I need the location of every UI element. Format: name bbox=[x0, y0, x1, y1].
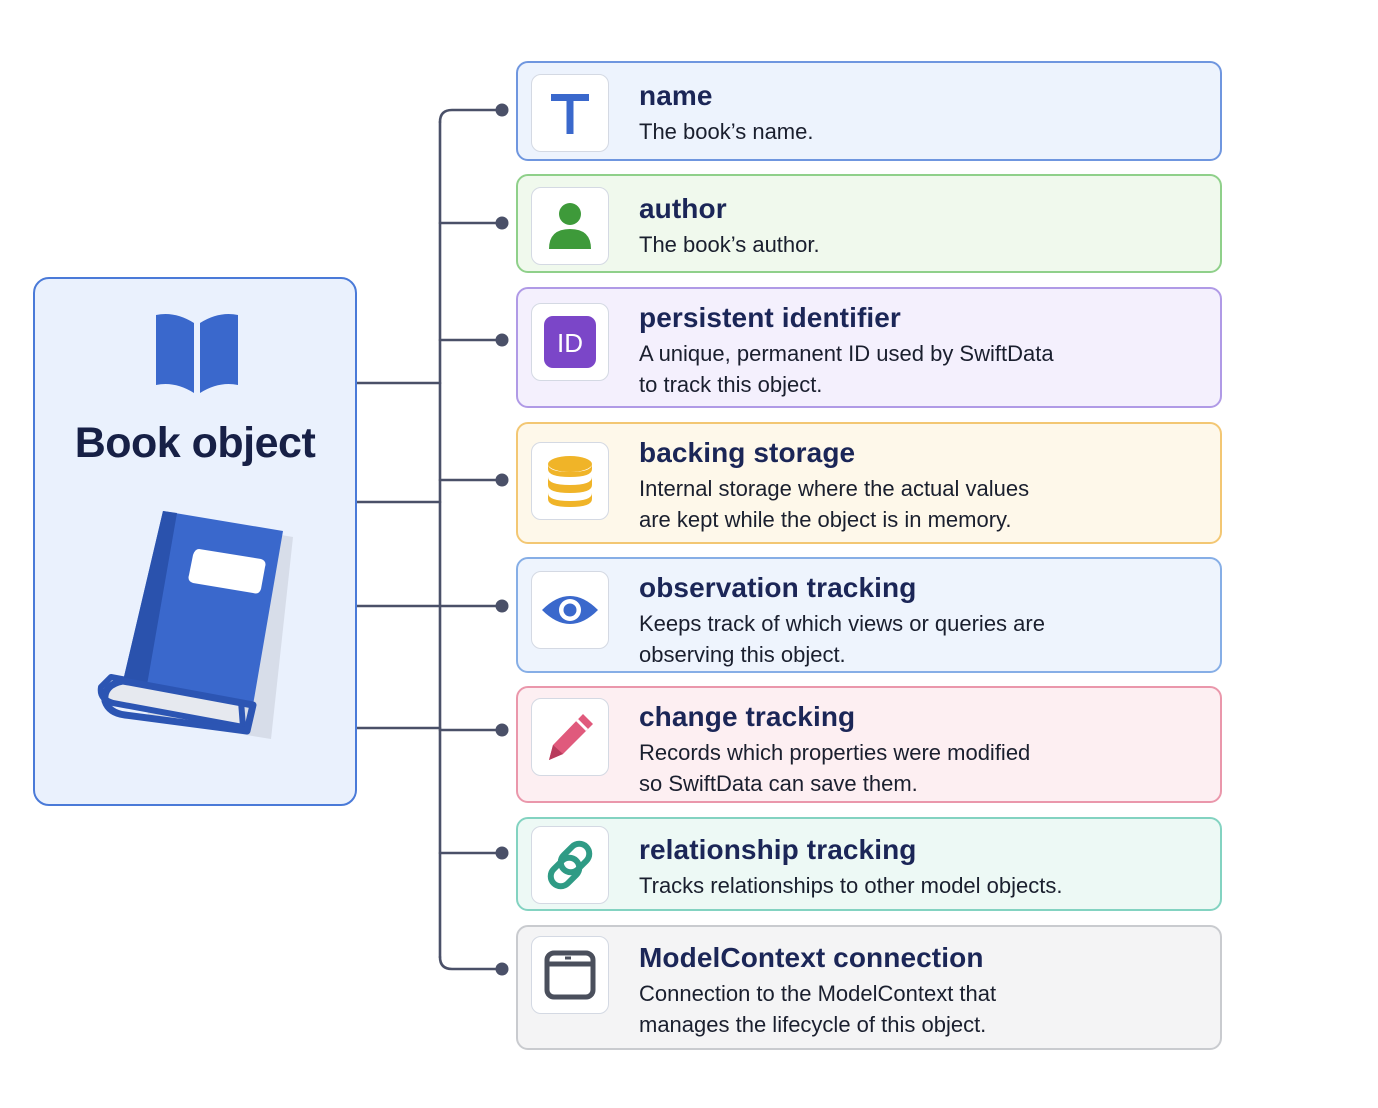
card-description: Tracks relationships to other model obje… bbox=[639, 873, 1063, 898]
connector-dot bbox=[495, 333, 509, 347]
eye-icon bbox=[531, 571, 609, 649]
connector-branch bbox=[438, 955, 504, 971]
card-description: The book’s author. bbox=[639, 232, 820, 257]
closed-book-icon bbox=[97, 511, 293, 739]
person-icon bbox=[531, 187, 609, 265]
book-object-panel: Book object bbox=[33, 277, 357, 806]
connector-dot bbox=[495, 723, 509, 737]
source-title: Book object bbox=[74, 419, 316, 467]
card-description: Keeps track of which views or queries ar… bbox=[639, 611, 1045, 667]
connector-dot bbox=[495, 473, 509, 487]
card-title: backing storage bbox=[639, 437, 856, 468]
card-title: observation tracking bbox=[639, 572, 917, 603]
connector-dot bbox=[495, 103, 509, 117]
text-icon bbox=[531, 74, 609, 152]
card-title: relationship tracking bbox=[639, 834, 917, 865]
card-description: Internal storage where the actual values… bbox=[639, 476, 1030, 532]
card-title: persistent identifier bbox=[639, 302, 901, 333]
svg-text:ID: ID bbox=[557, 328, 583, 358]
card-description: Records which properties were modified s… bbox=[639, 740, 1031, 796]
database-icon bbox=[531, 442, 609, 520]
connector-dot bbox=[495, 216, 509, 230]
connector-dot bbox=[495, 846, 509, 860]
card-description: A unique, permanent ID used by SwiftData… bbox=[639, 341, 1054, 397]
id-badge-icon: ID bbox=[531, 303, 609, 381]
card-title: author bbox=[639, 193, 727, 224]
card-description: Connection to the ModelContext that mana… bbox=[639, 981, 997, 1037]
open-book-icon bbox=[156, 314, 238, 393]
card-title: ModelContext connection bbox=[639, 942, 984, 973]
card-title: change tracking bbox=[639, 701, 856, 732]
connector-dot bbox=[495, 962, 509, 976]
card-text: persistent identifier A unique, permanent… bbox=[639, 301, 1200, 400]
card-title: name bbox=[639, 80, 713, 111]
window-icon bbox=[531, 936, 609, 1014]
pencil-icon bbox=[531, 698, 609, 776]
connector-dot bbox=[495, 599, 509, 613]
property-card-persistent-identifier: ID persistent identifier A unique, permane… bbox=[516, 287, 1222, 408]
link-icon bbox=[531, 826, 609, 904]
card-description: The book’s name. bbox=[639, 119, 814, 144]
connector-branch bbox=[438, 108, 504, 124]
